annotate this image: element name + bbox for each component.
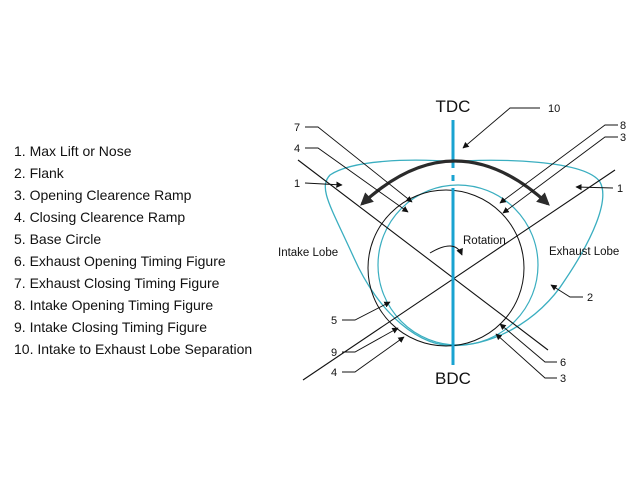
intake-lobe (324, 159, 459, 347)
callout-8: 8 (620, 120, 626, 132)
legend-item-10: 10. Intake to Exhaust Lobe Separation (14, 341, 253, 357)
legend-item-7: 7. Exhaust Closing Timing Figure (14, 275, 220, 291)
legend-item-4: 4. Closing Clearence Ramp (14, 209, 186, 225)
leader-4-top (305, 147, 409, 213)
leader-4-bottom (342, 336, 405, 373)
callout-3-bottom: 3 (560, 373, 566, 385)
legend-item-9: 9. Intake Closing Timing Figure (14, 319, 207, 335)
legend-list: 1. Max Lift or Nose 2. Flank 3. Opening … (14, 140, 252, 360)
exhaust-base-circle (367, 189, 525, 347)
legend-item-5: 5. Base Circle (14, 231, 102, 247)
leader-8 (499, 124, 618, 204)
leader-9 (342, 327, 399, 353)
timing-line-a (297, 159, 549, 351)
callout-9: 9 (331, 347, 337, 359)
callout-10: 10 (548, 103, 560, 115)
timing-line-b (302, 169, 616, 381)
callout-3-top: 3 (620, 132, 626, 144)
callout-2: 2 (587, 292, 593, 304)
callout-6: 6 (560, 357, 566, 369)
legend-item-3: 3. Opening Clearence Ramp (14, 187, 192, 203)
leader-7 (305, 126, 413, 203)
leader-2 (550, 284, 583, 298)
leader-1-right (575, 184, 614, 191)
leader-5 (342, 301, 391, 321)
intake-base-circle (377, 184, 539, 346)
callout-4-bottom: 4 (331, 367, 337, 379)
rotation-label: Rotation (463, 235, 506, 247)
callout-4-top: 4 (294, 143, 300, 155)
leader-10 (462, 107, 540, 149)
rotation-arc (429, 245, 463, 256)
leader-3-bottom (495, 333, 557, 379)
callout-5: 5 (331, 315, 337, 327)
legend-item-6: 6. Exhaust Opening Timing Figure (14, 253, 226, 269)
callout-7: 7 (294, 122, 300, 134)
callout-1-right: 1 (617, 183, 623, 195)
legend-item-8: 8. Intake Opening Timing Figure (14, 297, 214, 313)
leader-1-left (304, 181, 343, 188)
exhaust-lobe-label: Exhaust Lobe (549, 246, 619, 258)
tdc-label: TDC (436, 97, 471, 116)
callout-1-left: 1 (294, 178, 300, 190)
bdc-label: BDC (435, 369, 471, 388)
leader-3-top (502, 136, 618, 214)
legend-item-1: 1. Max Lift or Nose (14, 143, 132, 159)
lobe-separation-arrow (360, 159, 550, 206)
legend-item-2: 2. Flank (14, 165, 64, 181)
intake-lobe-label: Intake Lobe (278, 247, 338, 259)
leader-6 (499, 323, 557, 363)
